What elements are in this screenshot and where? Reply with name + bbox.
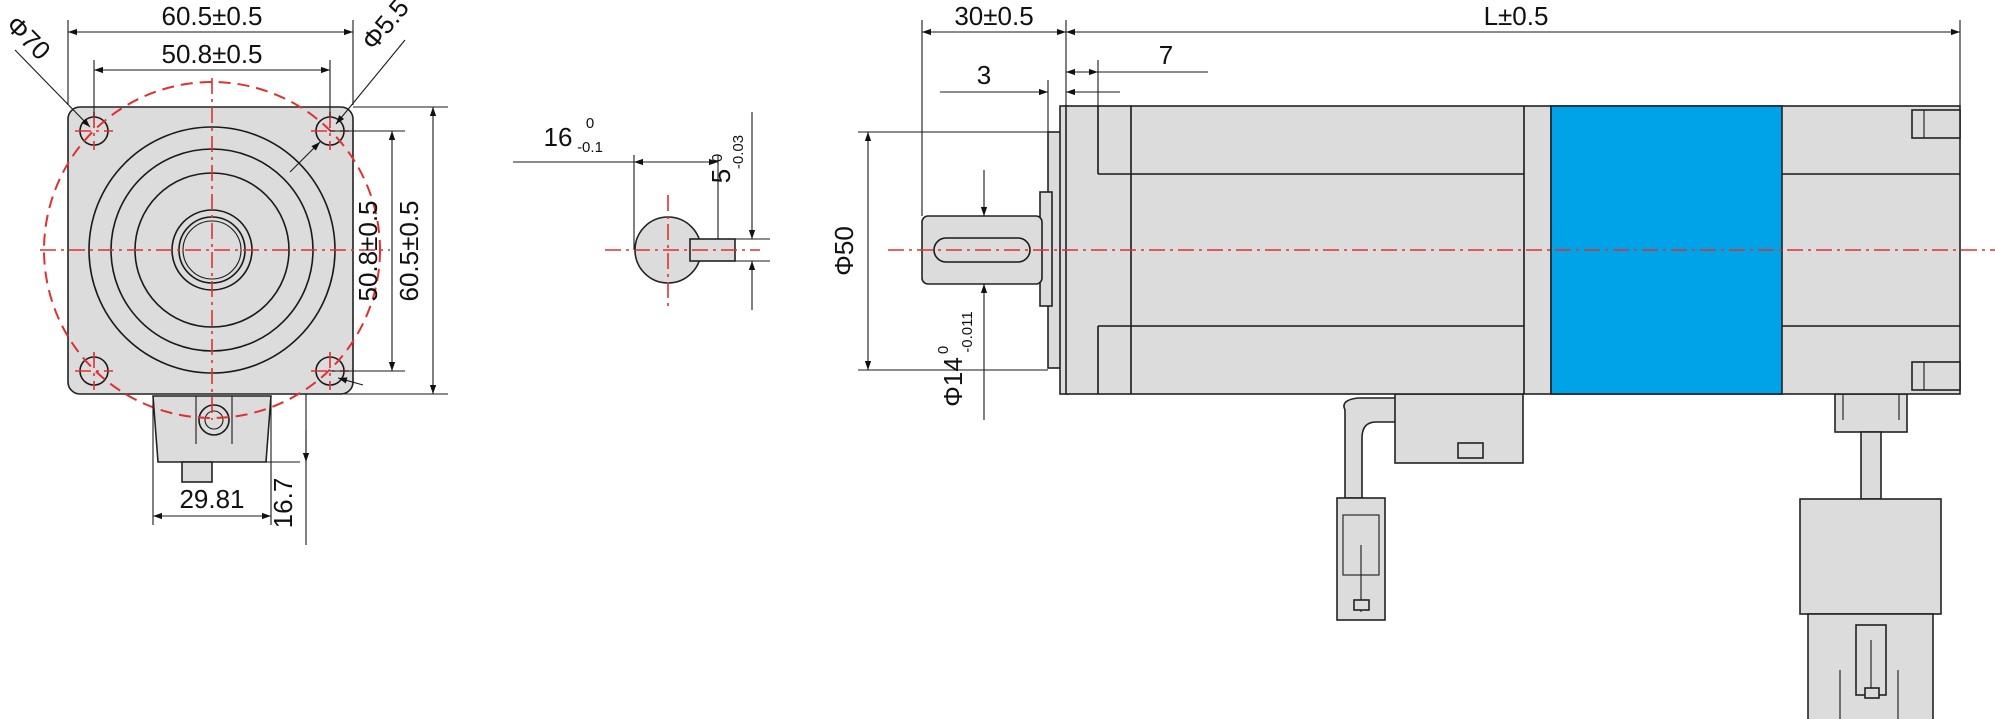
left-connector-box xyxy=(1394,393,1524,464)
front-view: 60.5±0.5 50.8±0.5 Φ70 Φ5.5 50.8±0.5 60.5… xyxy=(0,0,448,545)
dim-pcd: Φ70 xyxy=(0,9,56,65)
dim-overall-width: 60.5±0.5 xyxy=(161,1,262,31)
dim-connector-width: 29.81 xyxy=(179,484,244,514)
dim-key-length: 16 xyxy=(544,122,573,152)
shaft-key-section: 16 0 -0.1 5 0 -0.03 xyxy=(513,112,770,310)
side-view: 30±0.5 L±0.5 3 7 Φ50 Φ14 0 -0.011 xyxy=(829,1,1995,719)
right-encoder-assembly xyxy=(1799,393,1942,719)
dim-key-length-upper: 0 xyxy=(586,115,594,132)
dim-hole-spacing: 50.8±0.5 xyxy=(161,39,262,69)
dim-side-overall: 60.5±0.5 xyxy=(394,200,424,301)
dim-hole-dia: Φ5.5 xyxy=(355,0,415,56)
dim-shaft-dia-lower: -0.011 xyxy=(959,311,976,352)
dim-side-hole-spacing: 50.8±0.5 xyxy=(353,200,383,301)
dim-shaft-length: 30±0.5 xyxy=(954,1,1033,31)
dim-shaft-dia: Φ14 xyxy=(938,357,968,407)
dim-shaft-dia-upper: 0 xyxy=(935,346,952,354)
left-cable xyxy=(1336,397,1397,621)
dim-key-width: 5 xyxy=(706,169,736,183)
dim-body-length: L±0.5 xyxy=(1484,1,1549,31)
dim-connector-height: 16.7 xyxy=(268,478,298,529)
dim-spigot-dia: Φ50 xyxy=(829,226,859,276)
dim-flange-thickness: 3 xyxy=(977,60,991,90)
dim-key-width-lower: -0.03 xyxy=(730,135,747,169)
dim-key-length-lower: -0.1 xyxy=(577,139,603,156)
dim-key-width-upper: 0 xyxy=(709,154,726,162)
dim-spigot-offset: 7 xyxy=(1159,40,1173,70)
